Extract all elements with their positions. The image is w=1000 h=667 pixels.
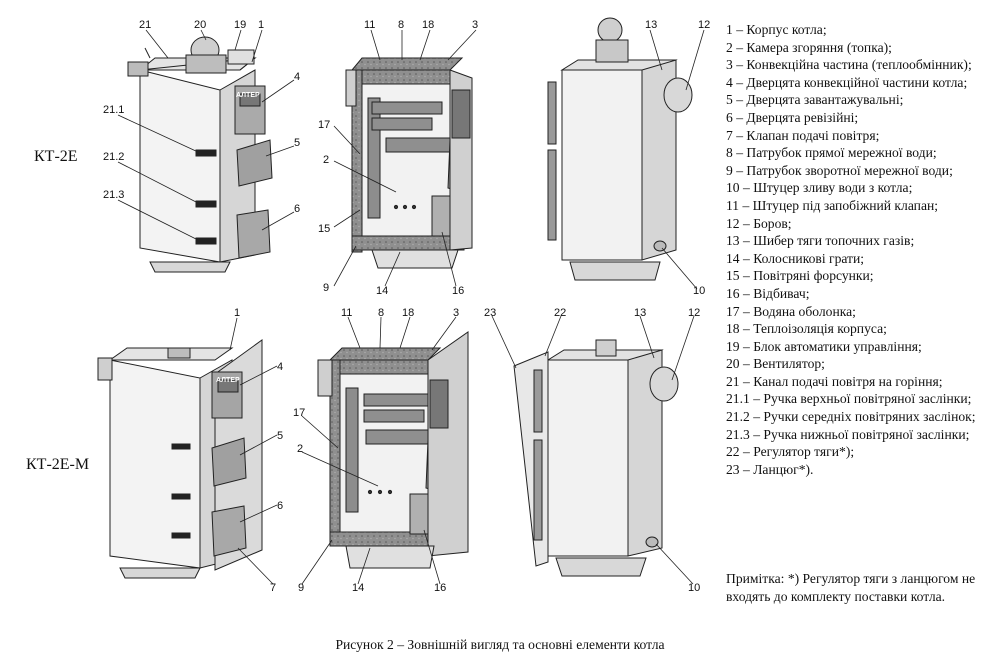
callout-21-3: 21.3 — [103, 189, 124, 201]
callout-17: 17 — [318, 119, 330, 131]
callout-2-b: 2 — [297, 443, 303, 455]
callout-6-b: 6 — [277, 500, 283, 512]
door-4 — [234, 85, 266, 135]
callout-20: 20 — [194, 19, 206, 31]
callout-2: 2 — [323, 154, 329, 166]
callout-4-b: 4 — [277, 361, 283, 373]
callout-13-b: 13 — [634, 307, 646, 319]
legend-item: 19 – Блок автоматики управління; — [726, 338, 922, 354]
callout-16: 16 — [452, 285, 464, 297]
callout-8-b: 8 — [378, 307, 384, 319]
legend-item: 18 – Теплоізоляція корпуса; — [726, 321, 887, 337]
callout-10-b: 10 — [688, 582, 700, 594]
legend-item: 20 – Вентилятор; — [726, 356, 825, 372]
rear-view-kt2e-m — [513, 339, 679, 577]
legend-item: 21.1 – Ручка верхньої повітряної заслінк… — [726, 391, 972, 407]
callout-13: 13 — [645, 19, 657, 31]
boiler-drawings: 21 20 19 1 4 21.1 5 21.2 21.3 6 11 8 18 … — [97, 17, 710, 594]
legend-item: 17 – Водяна оболонка; — [726, 303, 856, 319]
callout-7-b: 7 — [270, 582, 276, 594]
callout-11-b: 11 — [341, 307, 352, 319]
callout-10: 10 — [693, 285, 705, 297]
legend-item: 5 – Дверцята завантажувальні; — [726, 92, 904, 108]
callout-labels: 21 20 19 1 4 21.1 5 21.2 21.3 6 11 8 18 … — [103, 19, 710, 594]
legend-item: 23 – Ланцюг*). — [726, 461, 814, 477]
section-view-kt2e — [345, 57, 473, 269]
legend-item: 7 – Клапан подачі повітря; — [726, 127, 880, 143]
legend-item: 15 – Повітряні форсунки; — [726, 268, 874, 284]
callout-19: 19 — [234, 19, 246, 31]
legend-item: 21 – Канал подачі повітря на горіння; — [726, 373, 943, 389]
brand-plate-b: АЛТЕР — [216, 377, 240, 384]
legend-item: 14 – Колосникові грати; — [726, 250, 865, 266]
legend-item: 2 – Камера згоряння (топка); — [726, 39, 892, 55]
brand-plate: АЛТЕР — [236, 92, 260, 99]
legend-item: 13 – Шибер тяги топочних газів; — [726, 233, 915, 249]
callout-9: 9 — [323, 282, 329, 294]
callout-12: 12 — [698, 19, 710, 31]
legend-item: 12 – Боров; — [726, 215, 792, 231]
callout-21: 21 — [139, 19, 151, 31]
callout-5: 5 — [294, 137, 300, 149]
legend-item: 22 – Регулятор тяги*); — [726, 444, 855, 460]
legend-item: 10 – Штуцер зливу води з котла; — [726, 180, 913, 196]
callout-5-b: 5 — [277, 430, 283, 442]
callout-6: 6 — [294, 203, 300, 215]
callout-3: 3 — [472, 19, 478, 31]
callout-14: 14 — [376, 285, 388, 297]
legend-item: 8 – Патрубок прямої мережної води; — [726, 145, 937, 161]
legend-item: 6 – Дверцята ревізійні; — [726, 109, 859, 125]
callout-3-b: 3 — [453, 307, 459, 319]
model-label-kt2e: КТ-2Е — [34, 148, 78, 165]
legend-item: 21.2 – Ручки середніх повітряних засліно… — [726, 409, 976, 425]
callout-1-b: 1 — [234, 307, 240, 319]
legend: 1 – Корпус котла; 2 – Камера згоряння (то… — [726, 21, 998, 478]
section-view-kt2e-m — [317, 331, 469, 569]
callout-17-b: 17 — [293, 407, 305, 419]
door-6 — [236, 209, 271, 259]
model-label-kt2e-m: КТ-2Е-М — [26, 456, 90, 473]
callout-1: 1 — [258, 19, 264, 31]
rear-view-kt2e — [547, 17, 693, 281]
note: Примітка: *) Регулятор тяги з ланцюгом н… — [726, 571, 976, 604]
figure-caption: Рисунок 2 – Зовнішній вигляд та основні … — [335, 637, 665, 652]
legend-item: 4 – Дверцята конвекційної частини котла; — [726, 74, 968, 90]
callout-9-b: 9 — [298, 582, 304, 594]
front-view-kt2e — [127, 36, 273, 273]
callout-21-1: 21.1 — [103, 104, 124, 116]
callout-14-b: 14 — [352, 582, 364, 594]
callout-18: 18 — [422, 19, 434, 31]
legend-item: 21.3 – Ручка нижньої повітряної заслінки… — [726, 426, 970, 442]
door-5 — [236, 139, 273, 187]
callout-22: 22 — [554, 307, 566, 319]
callout-12-b: 12 — [688, 307, 700, 319]
callout-23: 23 — [484, 307, 496, 319]
legend-item: 3 – Конвекційна частина (теплообмінник); — [726, 57, 972, 73]
callout-16-b: 16 — [434, 582, 446, 594]
leader-lines — [117, 29, 705, 585]
callout-11: 11 — [364, 19, 375, 31]
boiler-figure: 21 20 19 1 4 21.1 5 21.2 21.3 6 11 8 18 … — [97, 17, 710, 594]
callout-21-2: 21.2 — [103, 151, 124, 163]
callout-4: 4 — [294, 71, 300, 83]
front-view-kt2e-m — [97, 339, 263, 579]
callout-8: 8 — [398, 19, 404, 31]
legend-item: 16 – Відбивач; — [726, 285, 810, 301]
legend-item: 9 – Патрубок зворотної мережної води; — [726, 162, 953, 178]
callout-15: 15 — [318, 223, 330, 235]
callout-18-b: 18 — [402, 307, 414, 319]
legend-item: 1 – Корпус котла; — [726, 22, 827, 37]
legend-item: 11 – Штуцер під запобіжний клапан; — [726, 197, 939, 213]
